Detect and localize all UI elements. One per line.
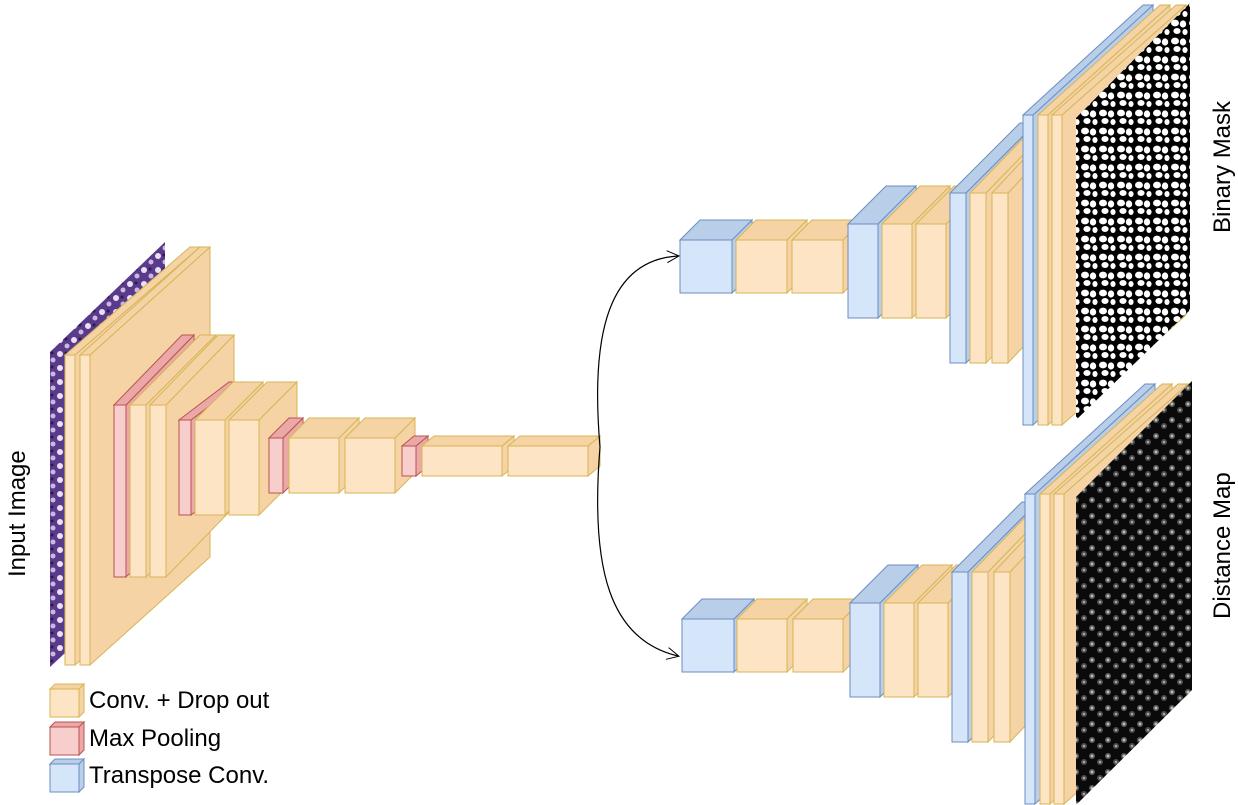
- enc-conv-5b: [506, 434, 602, 478]
- distance-map-image: [1076, 381, 1192, 805]
- dist-conv-4b-front: [1053, 493, 1065, 805]
- enc-conv-2a-front: [129, 404, 147, 578]
- mask-conv-4a-front: [1037, 114, 1049, 426]
- dist-conv-2a-front: [883, 602, 915, 698]
- legend-swatch-conv: [48, 683, 86, 690]
- legend-item-pool: Max Pooling: [48, 720, 221, 757]
- mask-tconv-3-front: [949, 192, 967, 364]
- dist-tconv-1-front: [681, 618, 735, 673]
- enc-pool-2-front: [178, 419, 192, 516]
- legend-item-tconv: Transpose Conv.: [48, 757, 269, 794]
- enc-conv-5b-top: [506, 435, 602, 447]
- enc-conv-4b-front: [344, 437, 396, 494]
- enc-conv-5a-top: [420, 435, 516, 447]
- enc-conv-2b-front: [149, 404, 167, 578]
- distance-map-label: Distance Map: [1209, 472, 1236, 619]
- enc-pool-4-front: [401, 445, 417, 477]
- enc-conv-4a-front: [288, 437, 340, 494]
- legend-label-tconv: Transpose Conv.: [89, 762, 269, 789]
- legend-swatch-tconv: [48, 758, 86, 765]
- binary-mask-image: [1076, 3, 1190, 420]
- dist-conv-2b-front: [917, 602, 949, 698]
- arrow-to-mask-decoder: [597, 256, 678, 448]
- enc-pool-1-front: [113, 404, 127, 578]
- mask-conv-3a-front: [969, 192, 987, 364]
- legend-swatch-tconv-front: [49, 763, 80, 793]
- enc-conv-5a: [420, 434, 516, 478]
- input-image-label: Input Image: [4, 450, 31, 577]
- legend-label-pool: Max Pooling: [89, 725, 221, 752]
- legend-swatch-pool: [48, 721, 86, 728]
- dist-conv-1b-front: [792, 618, 844, 673]
- binary-mask-label: Binary Mask: [1209, 100, 1236, 233]
- legend-swatch-conv-front: [49, 688, 80, 718]
- mask-tconv-2-front: [847, 223, 879, 319]
- legend-swatch-pool-front: [49, 726, 80, 756]
- dist-conv-3b-front: [993, 571, 1011, 743]
- legend-label-conv: Conv. + Drop out: [89, 687, 270, 714]
- mask-conv-1a-front: [735, 239, 788, 294]
- enc-conv-1b-front: [79, 354, 91, 666]
- mask-conv-4b-front: [1051, 114, 1063, 426]
- dist-conv-3a-front: [971, 571, 989, 743]
- layer-blocks: [63, 3, 1190, 805]
- enc-conv-1a-front: [64, 354, 76, 666]
- dist-tconv-2-front: [849, 602, 881, 698]
- enc-conv-5a-front: [421, 445, 503, 477]
- legend: Conv. + Drop out Max Pooling Transpose C…: [48, 682, 270, 794]
- enc-conv-5b-front: [507, 445, 589, 477]
- dist-tconv-3-front: [951, 571, 969, 743]
- legend-swatch-tconv-side: [78, 757, 85, 794]
- enc-conv-3b-front: [228, 419, 260, 516]
- mask-conv-3b-front: [991, 192, 1009, 364]
- arrow-to-distance-decoder: [597, 446, 678, 656]
- legend-item-conv: Conv. + Drop out: [48, 682, 270, 719]
- mask-tconv-4-front: [1022, 114, 1034, 426]
- dist-tconv-4-front: [1024, 493, 1036, 805]
- enc-conv-3a-front: [194, 419, 226, 516]
- legend-swatch-conv-side: [78, 682, 85, 719]
- dist-conv-1a-front: [736, 618, 788, 673]
- mask-conv-1b-front: [791, 239, 844, 294]
- enc-pool-3-front: [268, 437, 284, 494]
- mask-conv-2b-front: [915, 223, 947, 319]
- mask-tconv-1-front: [679, 239, 733, 294]
- mask-conv-2a-front: [881, 223, 913, 319]
- dist-conv-4a-front: [1039, 493, 1051, 805]
- legend-swatch-pool-side: [78, 720, 85, 757]
